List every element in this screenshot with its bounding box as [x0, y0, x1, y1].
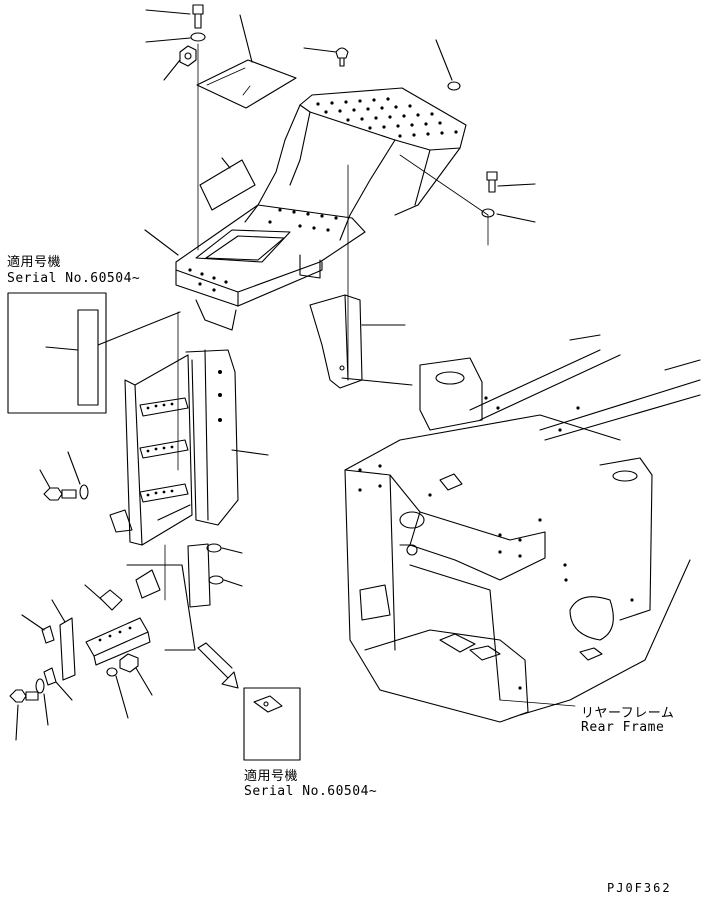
support-bracket [309, 294, 363, 389]
rear-frame-en: Rear Frame [581, 720, 665, 735]
leader-serial-top [45, 311, 181, 351]
cab-floor-deck [175, 87, 467, 331]
centerlines-deck [347, 154, 489, 381]
left-washer [79, 484, 89, 500]
small-plates-right [187, 543, 224, 608]
leader-deck [144, 39, 453, 256]
leader-bottom-parts [15, 584, 153, 741]
ladder-assembly [109, 349, 239, 546]
leader-ladder [231, 449, 269, 456]
centerlines-ladder [164, 311, 179, 601]
leader-small-plates [221, 547, 243, 587]
cover-sheet [199, 159, 256, 211]
serial-part-bottom [253, 695, 283, 713]
rear-frame-holes [358, 396, 634, 690]
serial-part-top [77, 309, 99, 406]
leader-right-hardware [496, 183, 536, 223]
clip [335, 47, 349, 67]
serial-bottom-en: Serial No.60504~ [244, 784, 378, 799]
leader-rear-frame [499, 699, 576, 707]
step-holes [98, 626, 132, 642]
serial-bottom-jp: 適用号機 [244, 769, 299, 784]
detail-arrow [197, 642, 239, 689]
bottom-step-group [9, 564, 196, 703]
rear-frame [344, 334, 701, 723]
serial-top-en: Serial No.60504~ [7, 271, 141, 286]
rear-frame-jp: リヤーフレーム [581, 706, 675, 721]
serial-box-bottom [243, 687, 301, 761]
ladder-holes [146, 370, 222, 497]
deck-holes [188, 97, 458, 292]
serial-box-top [7, 292, 107, 414]
leader-cover [221, 157, 231, 169]
left-bolt [43, 487, 77, 501]
leader-plate [239, 14, 253, 63]
top-nut [179, 45, 197, 67]
leader-lines-top-hardware [145, 9, 191, 81]
deck-bolt-right [447, 81, 498, 218]
leader-left-hardware [39, 451, 81, 489]
top-washer [190, 32, 206, 42]
top-bolt [192, 4, 204, 29]
drawing-code: PJ0F362 [607, 881, 672, 895]
small-plate [196, 59, 297, 109]
leader-clip [303, 47, 337, 53]
serial-top-jp: 適用号機 [7, 255, 62, 270]
leader-bracket [341, 324, 413, 386]
